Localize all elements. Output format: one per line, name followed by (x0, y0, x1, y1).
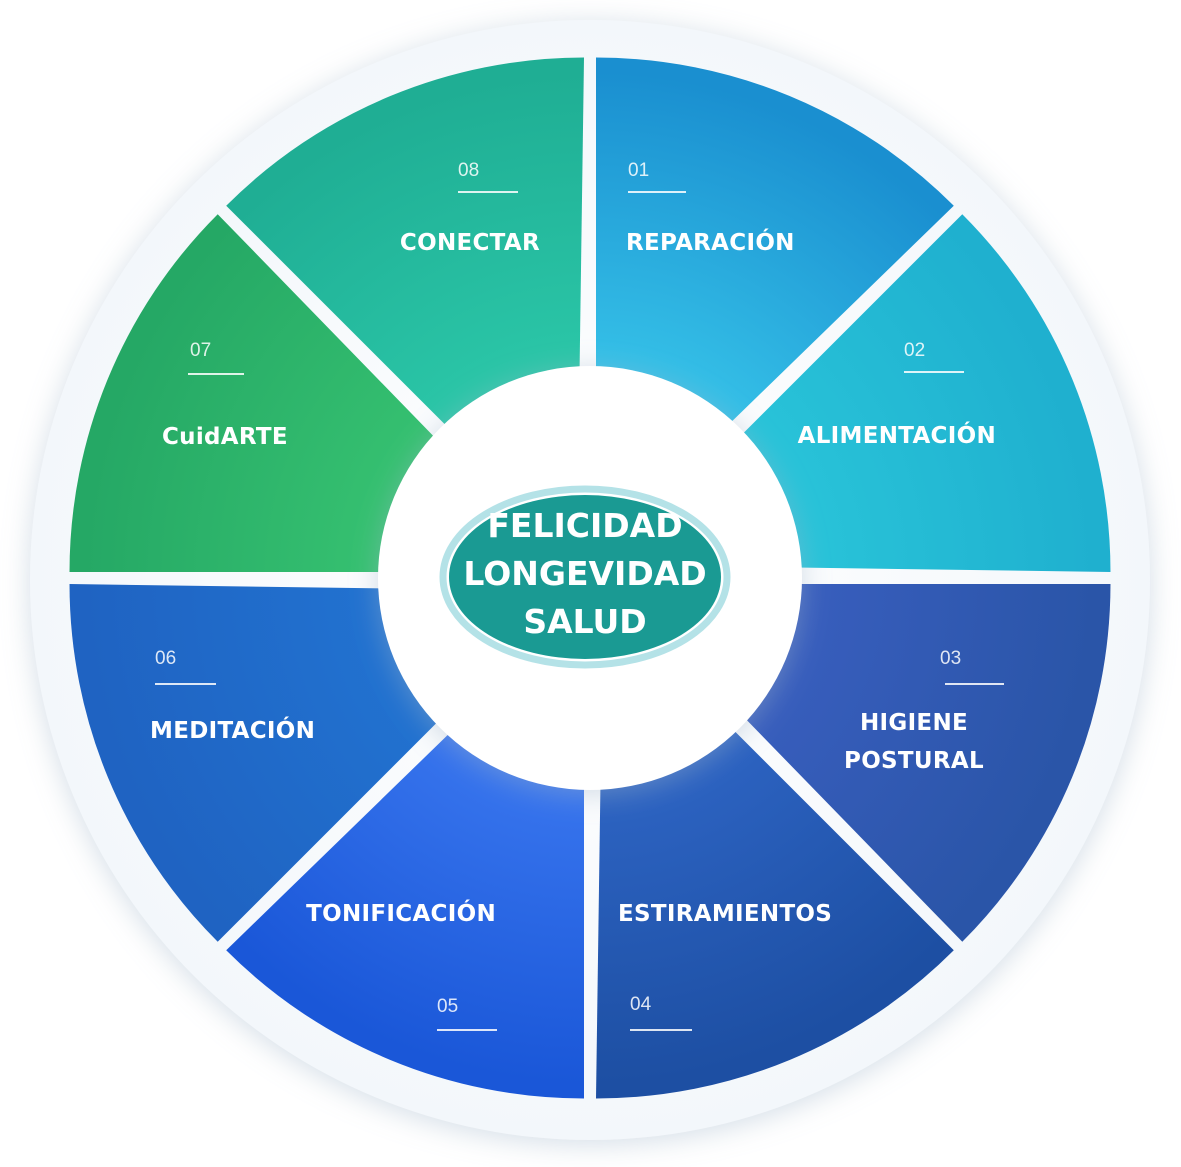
segment-number-05: 05 (437, 996, 458, 1017)
segment-label-03-line-2: POSTURAL (844, 748, 984, 774)
segment-label-04: ESTIRAMIENTOS (618, 901, 832, 927)
center-ellipse (449, 495, 721, 659)
center-ellipse-ring (439, 485, 731, 669)
center-text-group: FELICIDAD LONGEVIDAD SALUD (463, 506, 706, 641)
segment-number-06: 06 (155, 648, 176, 669)
segment-number-02: 02 (904, 340, 925, 361)
segment-number-08: 08 (458, 160, 479, 181)
segment-label-07: CuidARTE (162, 424, 288, 450)
segment-number-01: 01 (628, 160, 649, 181)
segment-number-03: 03 (940, 648, 961, 669)
segment-label-02: ALIMENTACIÓN (798, 421, 996, 449)
segment-label-03-line-1: HIGIENE (860, 710, 968, 736)
segment-number-04: 04 (630, 994, 652, 1015)
center-line-3: SALUD (523, 602, 646, 641)
segment-label-01: REPARACIÓN (626, 228, 795, 256)
center-line-2: LONGEVIDAD (463, 554, 706, 593)
segment-label-08: CONECTAR (400, 230, 540, 256)
segment-label-06: MEDITACIÓN (150, 716, 315, 744)
segment-label-05: TONIFICACIÓN (306, 899, 496, 927)
segment-number-07: 07 (190, 340, 211, 361)
center-line-1: FELICIDAD (487, 506, 682, 545)
